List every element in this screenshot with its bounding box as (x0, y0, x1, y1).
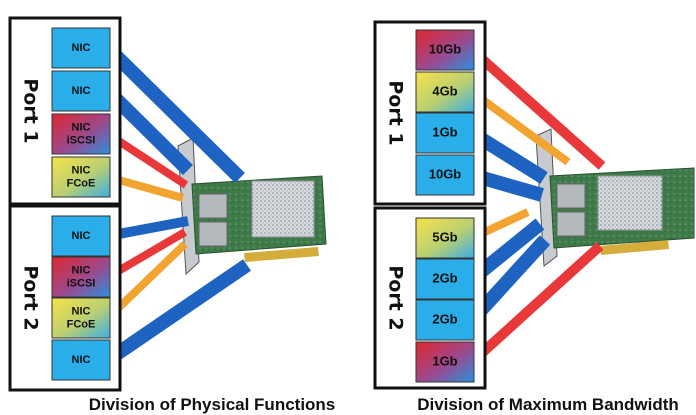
connection-line-iscsi (468, 46, 606, 170)
block-label: NIC (72, 264, 91, 276)
heatsink (251, 180, 315, 238)
block-label: 4Gb (432, 83, 457, 98)
block-nic (51, 339, 111, 381)
block-label: NIC (72, 164, 91, 176)
block-label: NIC (72, 121, 91, 133)
connection-line-nic (103, 43, 245, 183)
function-block: 2Gb (415, 299, 475, 341)
block-iscsi (51, 256, 111, 298)
right-caption: Division of Maximum Bandwidth (417, 395, 679, 414)
block-nic (415, 112, 475, 154)
function-block: 1Gb (415, 112, 475, 154)
heatsink (597, 175, 663, 231)
port-label: Port 2 (20, 265, 42, 330)
block-label: iSCSI (67, 277, 96, 289)
block-label: 5Gb (432, 229, 457, 244)
bracket (535, 128, 558, 267)
block-label: FCoE (67, 177, 96, 189)
function-block: 1Gb (415, 341, 475, 383)
port-label: Port 1 (385, 80, 407, 145)
block-fcoe (51, 156, 111, 198)
block-label: NIC (72, 354, 91, 366)
function-block: 10Gb (415, 154, 475, 196)
function-block: 4Gb (415, 71, 475, 113)
sfp-cage-lower (198, 221, 228, 247)
function-block: 10Gb (415, 29, 475, 71)
block-label: 10Gb (429, 166, 462, 181)
sfp-cage-upper (556, 183, 586, 209)
function-block: 5Gb (415, 217, 475, 259)
sfp-cage-lower (556, 211, 586, 237)
port-label: Port 1 (20, 78, 42, 143)
function-block: 2Gb (415, 258, 475, 300)
function-block: NIC (51, 27, 111, 69)
block-fcoe (415, 217, 475, 259)
function-block: NIC (51, 70, 111, 112)
block-label: 10Gb (429, 41, 462, 56)
block-label: 1Gb (432, 124, 457, 139)
pci-edge-connector (244, 247, 319, 262)
block-label: 2Gb (432, 311, 457, 326)
connection-line-nic (104, 259, 251, 366)
pci-edge-connector (600, 240, 669, 255)
block-label: FCoE (67, 318, 96, 330)
block-nic (51, 215, 111, 257)
block-label: 1Gb (432, 353, 457, 368)
right-nic-card (535, 128, 695, 267)
left-nic-card (177, 137, 327, 276)
block-label: NIC (72, 42, 91, 54)
connection-line-fcoe (469, 88, 571, 166)
sfp-cage-upper (198, 193, 228, 219)
block-label: iSCSI (67, 134, 96, 146)
block-label: 2Gb (432, 270, 457, 285)
block-nic (51, 70, 111, 112)
connection-line-iscsi (468, 242, 604, 366)
block-nic (415, 299, 475, 341)
block-iscsi (415, 29, 475, 71)
block-iscsi (51, 113, 111, 155)
block-nic (415, 154, 475, 196)
block-fcoe (51, 297, 111, 339)
port-1-group: Port 1 10Gb 4Gb 1Gb 10Gb (373, 20, 487, 206)
block-iscsi (415, 341, 475, 383)
port-label: Port 2 (385, 265, 407, 330)
function-block: NIC (51, 215, 111, 257)
block-label: NIC (72, 230, 91, 242)
block-nic (51, 27, 111, 69)
function-block: NIC (51, 339, 111, 381)
block-nic (415, 258, 475, 300)
block-label: NIC (72, 85, 91, 97)
block-fcoe (415, 71, 475, 113)
left-caption: Division of Physical Functions (89, 395, 336, 414)
port-2-group: Port 2 5Gb 2Gb 2Gb 1Gb (373, 206, 487, 390)
block-label: NIC (72, 305, 91, 317)
